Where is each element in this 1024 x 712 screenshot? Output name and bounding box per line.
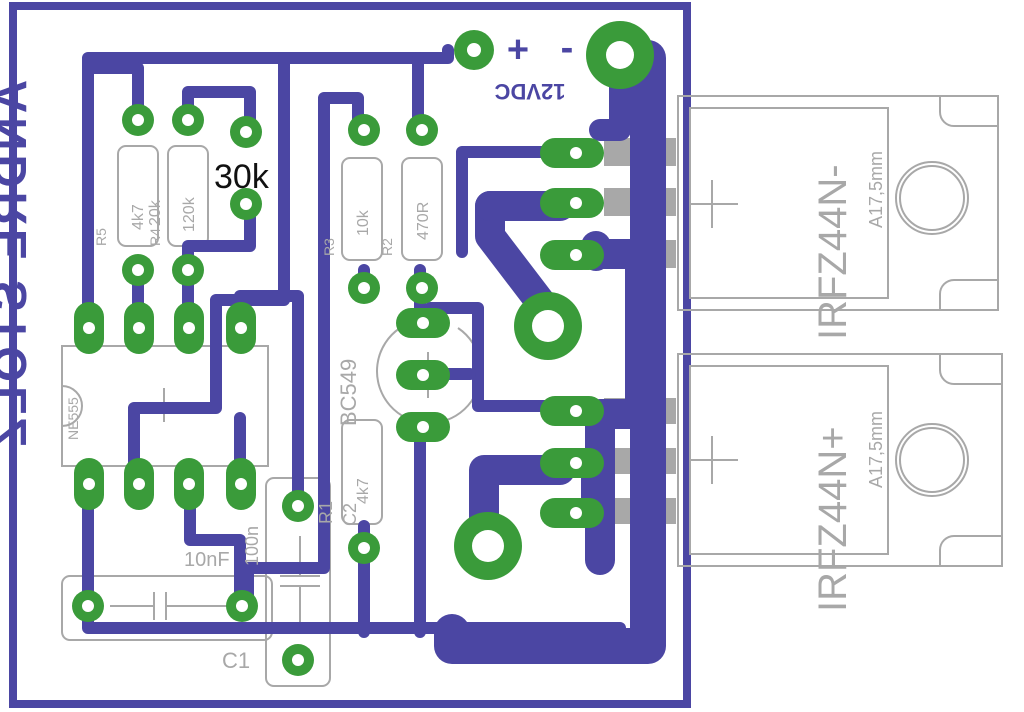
r3-value: 10k [355,209,372,236]
r1-ref: R1 [316,501,336,524]
r3-ref: R3 [321,238,337,256]
r4-ref: R4 [147,228,163,246]
r5-body [117,145,159,247]
q1-ref: BC549 [336,359,361,426]
mosfet-top-name: IRFZ44N- [811,164,855,340]
mosfet-bottom-outline [677,353,1003,567]
r5-value: 4k7 [130,204,147,230]
c2-value: 4k7 [355,478,372,504]
added-value-30k: 30k [214,158,270,196]
r2-value: 470R [415,202,432,240]
r2-body [401,157,443,261]
c2-ref: C2 [340,503,360,526]
mosfet-top-outline [677,95,999,311]
pads [72,21,654,676]
minus-sign: - [561,27,574,69]
mosfet-bottom-name: IRFZ44N+ [811,426,855,612]
power-label: 12VDC [494,79,565,104]
r2-ref: R2 [379,238,395,256]
c-small-value: 100n [242,526,262,566]
c1b-value: 10nF [184,549,230,571]
r5-ref: R5 [93,228,109,246]
c1-outline [61,575,273,641]
mosfet-bottom-heatsink: A17,5mm [866,411,886,488]
ic-ref: NE555 [65,397,81,440]
r4-value: 120k [181,196,198,232]
board-outline [9,2,691,708]
mirrored-board-label: ANDRE STOLZ [0,80,36,450]
r3-body [341,157,383,261]
plus-sign: + [507,29,529,71]
mosfet-top-heatsink: A17,5mm [866,151,886,228]
r4b-value: 20k [147,199,164,226]
c1-ref: C1 [222,648,250,673]
